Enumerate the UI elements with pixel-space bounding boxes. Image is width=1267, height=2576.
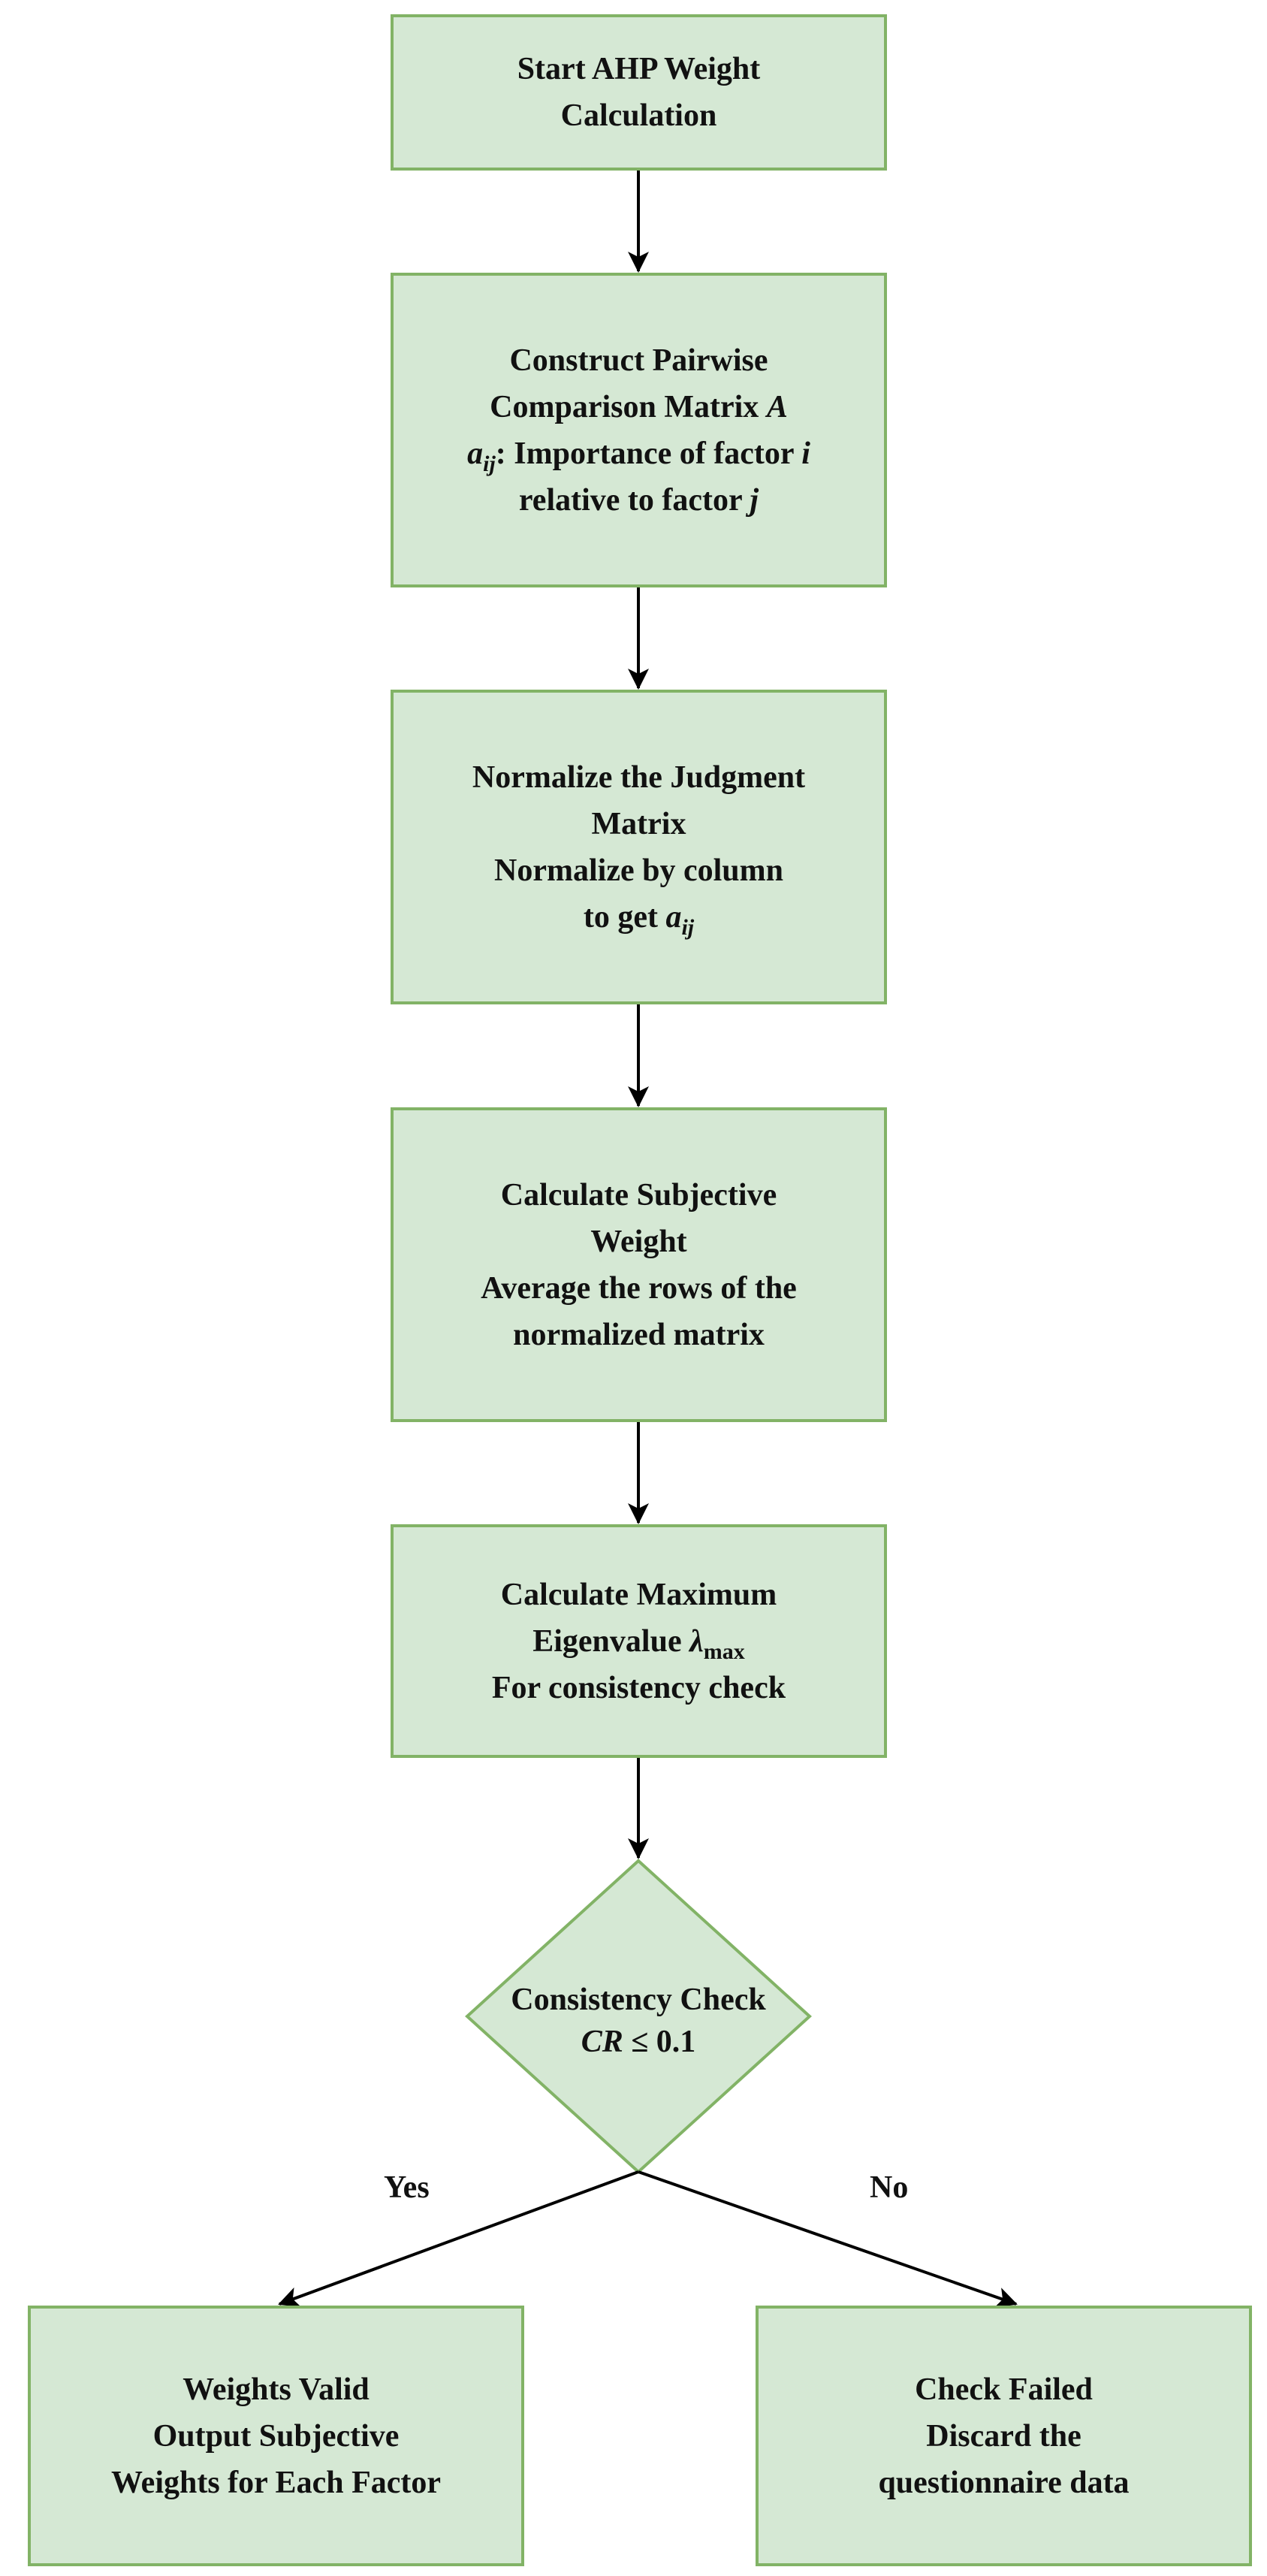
decision-label: Consistency Check CR ≤ 0.1 [466, 1968, 811, 2073]
construct-line-3: aij: Importance of factor i [467, 430, 810, 477]
normalize-line-3: Normalize by column [494, 853, 783, 888]
subjective-line-4: normalized matrix [513, 1317, 765, 1352]
normalized-element-subscript: ij [681, 914, 695, 940]
construct-line-1: Construct Pairwise [509, 343, 768, 378]
eigen-line-2-text: Eigenvalue [532, 1623, 690, 1659]
factor-j-symbol: j [750, 482, 759, 518]
failed-line-3: questionnaire data [878, 2465, 1130, 2500]
lambda-subscript: max [703, 1638, 745, 1664]
decision-line-2: CR ≤ 0.1 [581, 2021, 696, 2063]
normalize-line-2: Matrix [591, 806, 686, 841]
weights-valid-node: Weights Valid Output Subjective Weights … [28, 2306, 524, 2566]
start-line-2: Calculation [560, 98, 717, 133]
construct-matrix-node: Construct Pairwise Comparison Matrix A a… [391, 273, 887, 587]
eigenvalue-node: Calculate Maximum Eigenvalue λmax For co… [391, 1524, 887, 1758]
element-subscript: ij [483, 451, 496, 476]
no-edge-label: No [870, 2170, 909, 2205]
valid-line-1: Weights Valid [183, 2372, 370, 2407]
eigen-line-1: Calculate Maximum [500, 1577, 777, 1612]
arrow-decision-to-valid [278, 2170, 639, 2308]
eigen-line-2: Eigenvalue λmax [532, 1618, 745, 1665]
construct-line-4-text: relative to factor [518, 482, 750, 518]
normalized-element-symbol: a [665, 899, 682, 935]
construct-line-2-text: Comparison Matrix [490, 389, 767, 424]
decision-line-2-text: ≤ 0.1 [623, 2025, 696, 2059]
failed-line-1: Check Failed [915, 2372, 1093, 2407]
cr-symbol: CR [581, 2025, 623, 2059]
lambda-symbol: λ [689, 1623, 704, 1659]
normalize-line-4-text: to get [583, 899, 666, 935]
failed-line-2: Discard the [926, 2418, 1081, 2454]
subjective-line-1: Calculate Subjective [500, 1177, 777, 1213]
valid-line-2: Output Subjective [152, 2418, 400, 2454]
decision-line-1: Consistency Check [511, 1983, 766, 2017]
valid-line-3: Weights for Each Factor [111, 2465, 441, 2500]
normalize-line-4: to get aij [584, 894, 694, 941]
element-symbol: a [467, 436, 484, 471]
normalize-matrix-node: Normalize the Judgment Matrix Normalize … [391, 690, 887, 1004]
normalize-line-1: Normalize the Judgment [472, 760, 806, 795]
subjective-line-3: Average the rows of the [481, 1270, 797, 1306]
construct-line-4: relative to factor j [519, 477, 759, 524]
construct-line-2: Comparison Matrix A [490, 384, 788, 430]
subjective-weight-node: Calculate Subjective Weight Average the … [391, 1107, 887, 1422]
check-failed-node: Check Failed Discard the questionnaire d… [756, 2306, 1252, 2566]
eigen-line-3: For consistency check [491, 1670, 786, 1705]
construct-line-3-text: : Importance of factor [495, 436, 802, 471]
subjective-line-2: Weight [590, 1224, 687, 1259]
factor-i-symbol: i [801, 436, 810, 471]
matrix-symbol: A [766, 389, 788, 424]
yes-edge-label: Yes [384, 2170, 430, 2205]
arrow-decision-to-failed [638, 2170, 1018, 2308]
start-line-1: Start AHP Weight [517, 52, 761, 86]
start-node: Start AHP Weight Calculation [391, 14, 887, 171]
